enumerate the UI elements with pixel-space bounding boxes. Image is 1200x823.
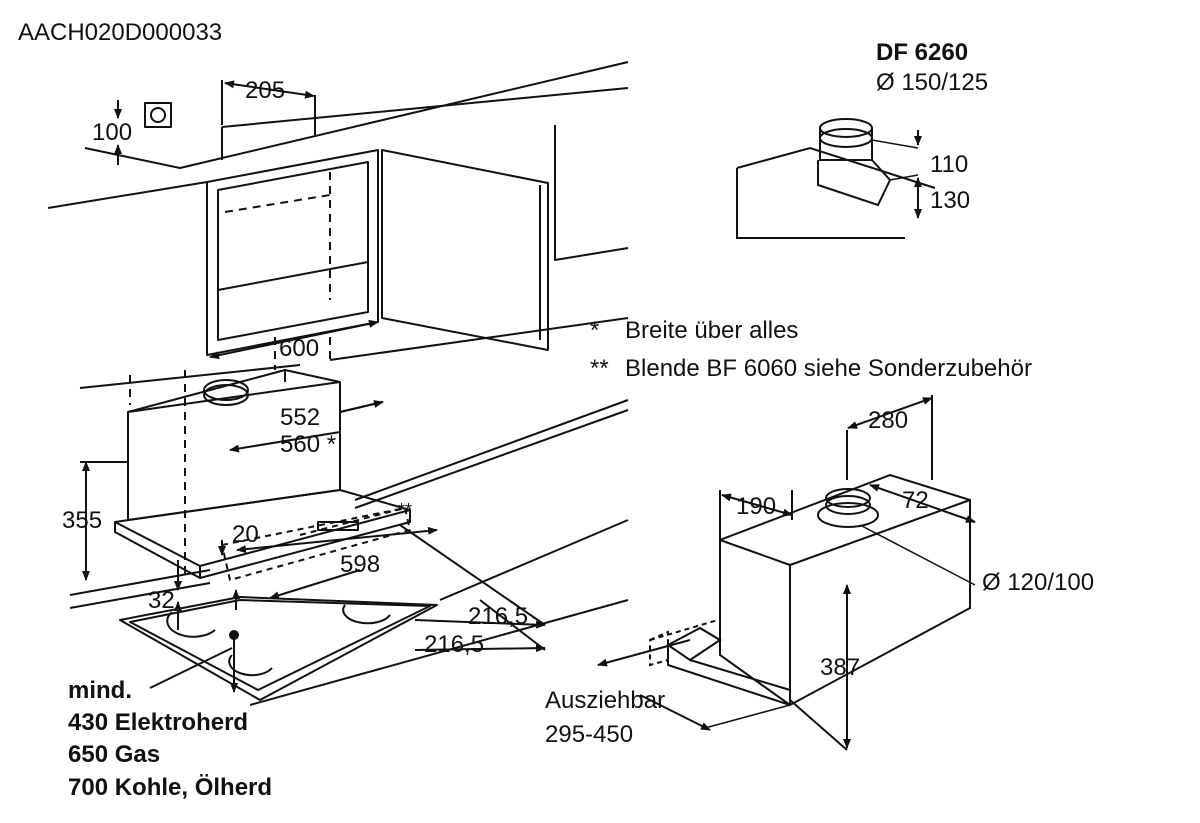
power-socket-icon — [144, 102, 172, 128]
accessory-name: DF 6260 — [876, 39, 969, 66]
wall-cabinet — [47, 61, 629, 356]
dim-216-5-b: 216,5 — [424, 631, 485, 658]
dim-100: 100 — [92, 119, 133, 146]
dim-110: 110 — [930, 151, 969, 178]
drawing-id: AACH020D000033 — [18, 19, 223, 46]
dim-387: 387 — [820, 654, 861, 681]
dim-280: 280 — [868, 407, 909, 434]
dim-32: 32 — [148, 587, 175, 614]
adapter-df6260 — [736, 118, 936, 239]
min-distance-title: mind. — [68, 677, 132, 704]
extract-range: 295-450 — [545, 721, 634, 748]
note-1-mark: * — [590, 317, 600, 344]
dim-diameter-small: Ø 120/100 — [982, 569, 1095, 596]
dimension-origin-marker — [229, 630, 239, 640]
dim-190: 190 — [736, 493, 777, 520]
dim-216-5-a: 216,5 — [468, 603, 529, 630]
dim-20: 20 — [232, 521, 259, 548]
dim-560: 560 * — [280, 431, 337, 458]
dim-205: 205 — [245, 77, 286, 104]
hood-right — [649, 473, 971, 729]
extract-label: Ausziehbar — [545, 687, 666, 714]
min-distance-electric: 430 Elektroherd — [68, 709, 249, 736]
dim-552: 552 — [280, 404, 321, 431]
note-1-text: Breite über alles — [625, 317, 799, 344]
min-distance-gas: 650 Gas — [68, 741, 161, 768]
min-distance-coal-oil: 700 Kohle, Ölherd — [68, 774, 273, 801]
note-2-text: Blende BF 6060 siehe Sonderzubehör — [625, 355, 1032, 382]
dim-598: 598 — [340, 551, 381, 578]
hob — [119, 596, 438, 701]
dim-double-star: ** — [398, 500, 413, 520]
dim-355: 355 — [62, 507, 103, 534]
dim-72: 72 — [902, 487, 929, 514]
note-2-mark: ** — [590, 355, 609, 382]
dim-130: 130 — [930, 187, 971, 214]
dim-600: 600 — [279, 335, 320, 362]
accessory-diameter: Ø 150/125 — [876, 69, 989, 96]
hood-left — [114, 369, 411, 581]
